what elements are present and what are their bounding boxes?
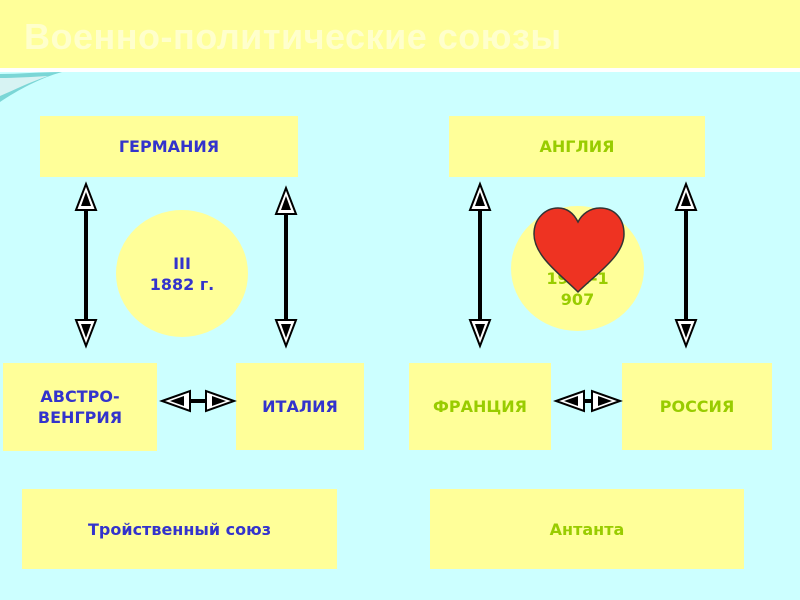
triple-circle-line2: 1882 г. [149,274,215,294]
double-arrow-icon [74,181,98,349]
austria-hungary-box: АВСТРО-ВЕНГРИЯ [3,363,157,451]
england-box: АНГЛИЯ [449,116,705,177]
russia-label: РОССИЯ [659,397,735,416]
germany-box: ГЕРМАНИЯ [40,116,298,177]
france-label: ФРАНЦИЯ [433,397,527,416]
italy-box: ИТАЛИЯ [236,363,364,450]
entente-label: Антанта [549,519,625,539]
germany-label: ГЕРМАНИЯ [118,137,220,156]
title-bar: Военно-политические союзы [0,0,800,68]
triple-alliance-label: Тройственный союз [88,519,271,539]
title-divider [0,68,800,72]
france-box: ФРАНЦИЯ [409,363,551,450]
double-arrow-icon [468,181,492,349]
entente-box: Антанта [430,489,744,569]
entente-circle-line2: 907 [560,289,595,309]
triple-circle-line1: III [173,253,191,273]
double-arrow-icon [674,181,698,349]
austria-hungary-label: АВСТРО-ВЕНГРИЯ [37,387,123,427]
heart-icon [533,207,625,294]
slide-title: Военно-политические союзы [24,16,562,57]
triple-alliance-box: Тройственный союз [22,489,337,569]
swoosh-decoration [0,72,62,102]
russia-box: РОССИЯ [622,363,772,450]
triple-alliance-circle: III 1882 г. [116,210,248,337]
england-label: АНГЛИЯ [539,137,615,156]
double-arrow-icon [553,389,623,413]
double-arrow-icon [159,389,237,413]
italy-label: ИТАЛИЯ [262,397,338,416]
double-arrow-icon [274,185,298,349]
